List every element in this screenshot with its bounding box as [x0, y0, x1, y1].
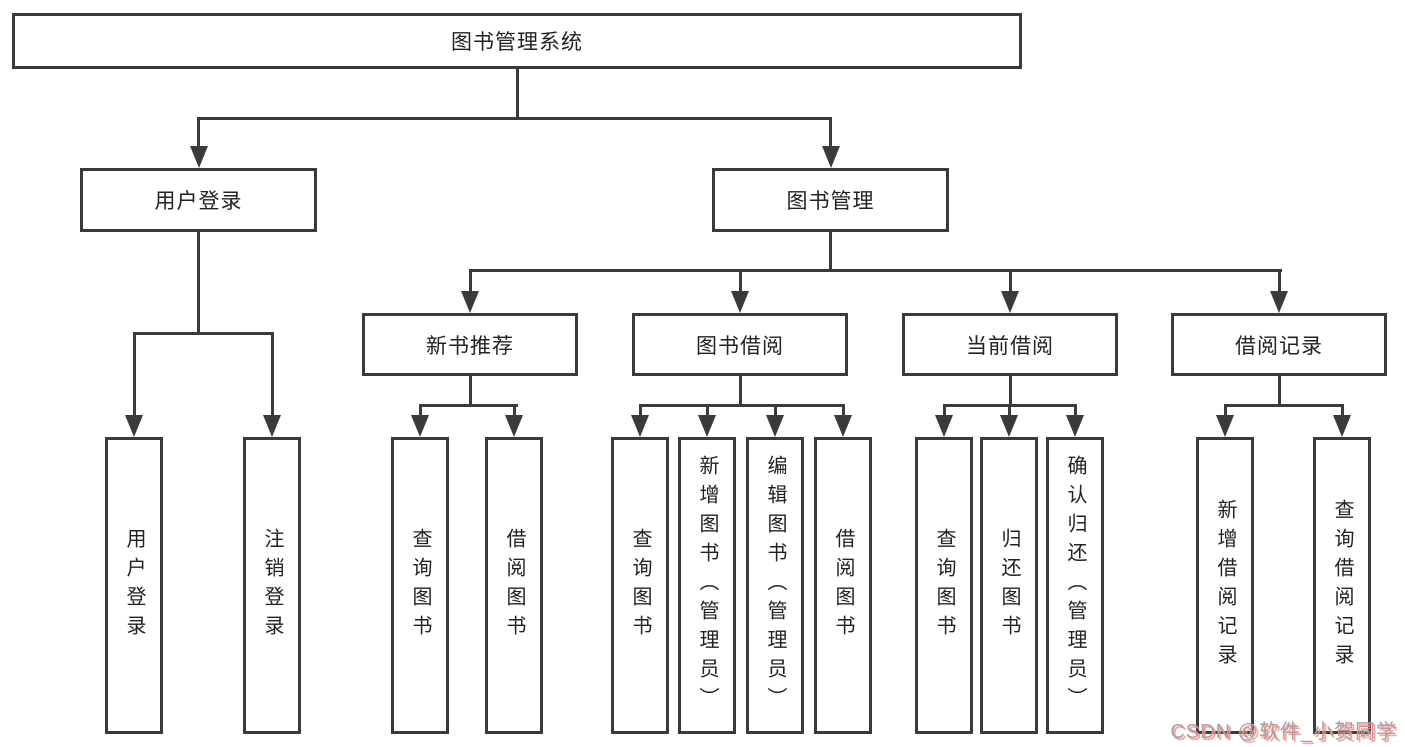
- node-book-borrowing: 图书借阅: [632, 313, 848, 376]
- connector-arrow: [731, 269, 749, 313]
- connector-arrow: [263, 332, 281, 437]
- node-book-management: 图书管理: [712, 168, 949, 232]
- node-current-borrowing: 当前借阅: [902, 313, 1118, 376]
- leaf-label: 归还图书: [998, 527, 1020, 644]
- connector-arrow: [125, 332, 143, 437]
- connector-arrow: [631, 404, 649, 437]
- connector-line: [418, 404, 518, 407]
- connector-line: [1008, 375, 1012, 407]
- connector-line: [829, 231, 832, 271]
- connector-arrow: [1216, 404, 1234, 437]
- connector-arrow: [1001, 269, 1019, 313]
- connector-arrow: [505, 404, 523, 437]
- leaf-label: 查询借阅记录: [1331, 498, 1353, 673]
- leaf-user-login: 用户登录: [105, 437, 163, 734]
- leaf-label: 借阅图书: [503, 527, 525, 644]
- connector-line: [468, 375, 472, 407]
- node-library-system: 图书管理系统: [12, 13, 1022, 69]
- leaf-label: 新增借阅记录: [1214, 498, 1236, 673]
- connector-arrow: [821, 117, 840, 168]
- node-user-login: 用户登录: [80, 168, 317, 232]
- node-borrowing-records: 借阅记录: [1171, 313, 1387, 376]
- node-new-book-recommend: 新书推荐: [362, 313, 578, 376]
- connector-line: [738, 375, 742, 407]
- node-label: 图书管理系统: [451, 31, 583, 54]
- connector-arrow: [766, 404, 784, 437]
- node-label: 借阅记录: [1235, 334, 1323, 358]
- leaf-confirm-return-admin: 确认归还（管理员）: [1046, 437, 1104, 734]
- leaf-label: 编辑图书（管理员）: [764, 455, 786, 716]
- connector-arrow: [698, 404, 716, 437]
- leaf-borrow-books: 借阅图书: [814, 437, 872, 734]
- node-label: 当前借阅: [966, 334, 1054, 358]
- connector-arrow: [1333, 404, 1351, 437]
- connector-line: [132, 332, 273, 335]
- node-label: 图书管理: [786, 190, 875, 213]
- connector-arrow: [935, 404, 953, 437]
- leaf-label: 用户登录: [123, 527, 145, 644]
- leaf-newbooks-query-books: 查询图书: [391, 437, 449, 734]
- connector-arrow: [411, 404, 429, 437]
- leaf-borrow-query-books: 查询图书: [611, 437, 669, 734]
- leaf-return-books: 归还图书: [980, 437, 1038, 734]
- leaf-query-borrow-record: 查询借阅记录: [1313, 437, 1371, 734]
- connector-line: [197, 117, 832, 120]
- leaf-label: 注销登录: [261, 527, 283, 644]
- connector-line: [468, 269, 1282, 272]
- leaf-label: 借阅图书: [832, 527, 854, 644]
- leaf-label: 查询图书: [629, 527, 651, 644]
- connector-line: [197, 231, 200, 335]
- connector-line: [1223, 404, 1344, 407]
- connector-arrow: [1270, 269, 1288, 313]
- leaf-label: 确认归还（管理员）: [1064, 455, 1086, 716]
- leaf-edit-books-admin: 编辑图书（管理员）: [746, 437, 804, 734]
- connector-line: [1277, 375, 1281, 407]
- connector-line: [638, 404, 845, 407]
- leaf-label: 新增图书（管理员）: [696, 455, 718, 716]
- leaf-logout: 注销登录: [243, 437, 301, 734]
- node-label: 图书借阅: [696, 334, 784, 358]
- leaf-add-books-admin: 新增图书（管理员）: [678, 437, 736, 734]
- leaf-newbooks-borrow-books: 借阅图书: [485, 437, 543, 734]
- leaf-current-query-books: 查询图书: [915, 437, 973, 734]
- csdn-watermark: CSDN @软件_小贺同学: [1170, 721, 1397, 743]
- connector-arrow: [461, 269, 479, 313]
- connector-arrow: [1000, 404, 1018, 437]
- connector-line: [515, 69, 519, 119]
- node-label: 用户登录: [154, 190, 243, 213]
- connector-arrow: [189, 117, 208, 168]
- node-label: 新书推荐: [426, 334, 514, 358]
- leaf-label: 查询图书: [933, 527, 955, 644]
- leaf-add-borrow-record: 新增借阅记录: [1196, 437, 1254, 734]
- leaf-label: 查询图书: [409, 527, 431, 644]
- connector-arrow: [834, 404, 852, 437]
- connector-arrow: [1066, 404, 1084, 437]
